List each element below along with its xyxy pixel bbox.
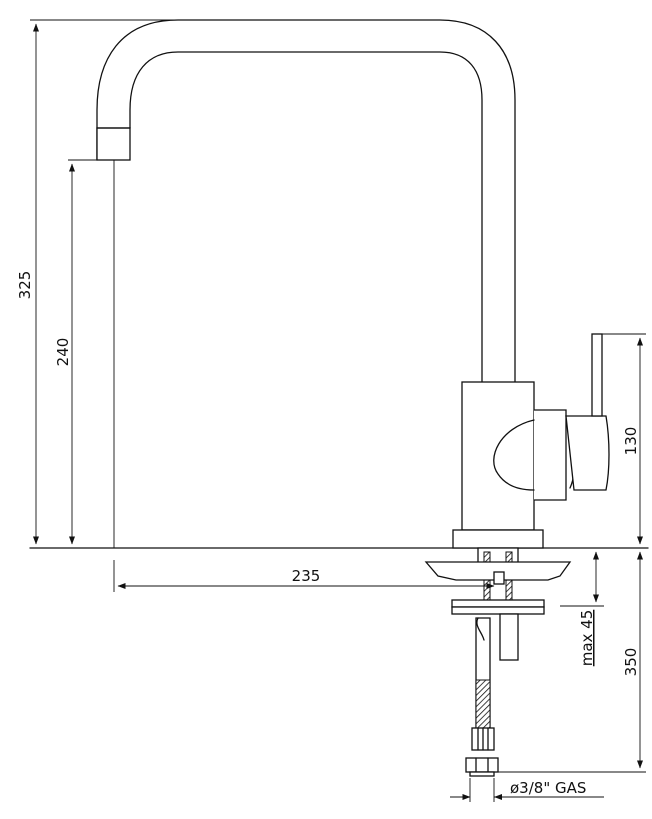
mounting-hardware xyxy=(424,547,572,661)
dim-spout-reach: 235 xyxy=(113,560,495,592)
faucet-spout xyxy=(96,19,516,383)
dim-max-deck: max 45 xyxy=(560,551,604,667)
dim-max-deck-label: max 45 xyxy=(578,610,596,667)
dim-hose-length-label: 350 xyxy=(622,648,640,677)
dim-lever-height-label: 130 xyxy=(622,427,640,456)
dim-spout-reach-label: 235 xyxy=(292,567,321,585)
dim-connection: ø3/8" GAS xyxy=(450,778,604,802)
dim-total-height-label: 325 xyxy=(16,271,34,300)
dim-lever-height: 130 xyxy=(602,333,646,545)
dim-spout-height-label: 240 xyxy=(54,338,72,367)
dim-hose-length: 350 xyxy=(498,551,646,773)
dim-spout-height: 240 xyxy=(54,159,97,545)
dim-total-height: 325 xyxy=(16,19,178,545)
flexible-hose xyxy=(465,617,499,777)
faucet-body xyxy=(452,333,610,549)
dim-connection-label: ø3/8" GAS xyxy=(510,779,586,797)
